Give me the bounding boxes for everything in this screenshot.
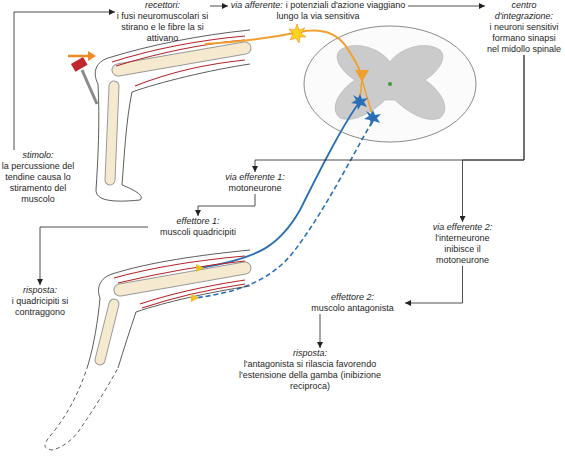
step-text: muscolo antagonista: [300, 303, 405, 314]
sensory-neuron: [355, 70, 369, 82]
reflex-hammer-handle: [82, 70, 97, 104]
afferent-fiber: [205, 31, 362, 76]
integration-label: centro d'integrazione:i neuroni sensitiv…: [485, 0, 563, 55]
central-canal: [388, 82, 392, 86]
step-text: i potenziali d'azione viaggiano lungo la…: [276, 0, 405, 21]
stimulus-arrow: [88, 51, 96, 61]
step-text: i quadricipiti si contraggono: [0, 296, 80, 318]
tibia-bone: [110, 86, 114, 180]
step-heading: via efferente 1:: [215, 172, 295, 183]
stimulus-arrow: [68, 55, 88, 58]
femur-bone: [118, 48, 245, 70]
step-heading: via efferente 2:: [420, 222, 505, 233]
effector-label: effettore 2:muscolo antagonista: [300, 292, 405, 314]
step-text: motoneurone: [215, 183, 295, 194]
flow-arrow: [405, 266, 463, 303]
flow-arrow: [320, 314, 321, 348]
flow-arrow: [40, 227, 148, 285]
quadriceps-muscle: [114, 256, 245, 278]
antagonist-muscle: [135, 60, 245, 86]
antagonist-muscle: [142, 284, 245, 308]
step-text: l'interneurone inibisce il motoneurone: [420, 233, 505, 266]
motor-neuron: [351, 94, 368, 110]
afferent-label: via afferente:i potenziali d'azione viag…: [228, 0, 408, 22]
quadriceps-muscle: [118, 261, 245, 283]
action-potential-burst: [289, 24, 306, 43]
interneuron: [364, 110, 381, 126]
flow-arrow: [463, 55, 525, 222]
step-text: i neuroni sensitivi formano sinapsi nel …: [485, 22, 563, 55]
step-text: i fusi neuromuscolari si stirano e le fi…: [115, 11, 210, 44]
tibia-bone: [100, 304, 114, 360]
motor-end-plate: [191, 294, 199, 302]
motor-end-plate: [196, 264, 204, 272]
flow-arrow: [14, 12, 115, 150]
flow-arrow: [210, 6, 228, 7]
extended-leg-outline: [45, 365, 118, 450]
step-heading: recettori:: [115, 0, 210, 11]
step-heading: risposta:: [225, 348, 395, 359]
antagonist-muscle: [140, 280, 245, 304]
leg-outline: [118, 286, 250, 368]
efferent-label: via efferente 2:l'interneurone inibisce …: [420, 222, 505, 266]
tibia-bone: [110, 86, 114, 180]
efferent-motor-fiber: [200, 104, 358, 268]
receptor-label: recettori:i fusi neuromuscolari si stira…: [115, 0, 210, 44]
step-text: la percussione del tendine causa lo stir…: [0, 161, 76, 205]
stimulus-label: stimolo:la percussione del tendine causa…: [0, 150, 76, 205]
step-heading: effettore 1:: [148, 216, 248, 227]
response-label: risposta:l'antagonista si rilascia favor…: [225, 348, 395, 392]
effector-label: effettore 1:muscoli quadricipiti: [148, 216, 248, 238]
step-heading: effettore 2:: [300, 292, 405, 303]
leg-outline: [88, 250, 250, 365]
step-heading: risposta:: [0, 285, 80, 296]
afferent-fiber: [362, 80, 372, 114]
efferent-label: via efferente 1:motoneurone: [215, 172, 295, 194]
response-label: risposta:i quadricipiti si contraggono: [0, 285, 80, 318]
reflex-hammer-head: [71, 57, 88, 72]
femur-bone: [118, 48, 245, 70]
step-heading: stimolo:: [0, 150, 76, 161]
step-heading: via afferente:: [231, 0, 283, 10]
quadriceps-muscle: [112, 36, 245, 62]
step-heading: centro d'integrazione:: [485, 0, 563, 22]
spinal-cord: [304, 26, 476, 142]
flow-arrow: [255, 55, 524, 172]
tibia-bone: [100, 304, 114, 360]
step-text: muscoli quadricipiti: [148, 227, 248, 238]
flow-arrow: [198, 194, 255, 216]
flow-arrow: [408, 6, 485, 7]
step-text: l'antagonista si rilascia favorendo l'es…: [225, 359, 395, 392]
